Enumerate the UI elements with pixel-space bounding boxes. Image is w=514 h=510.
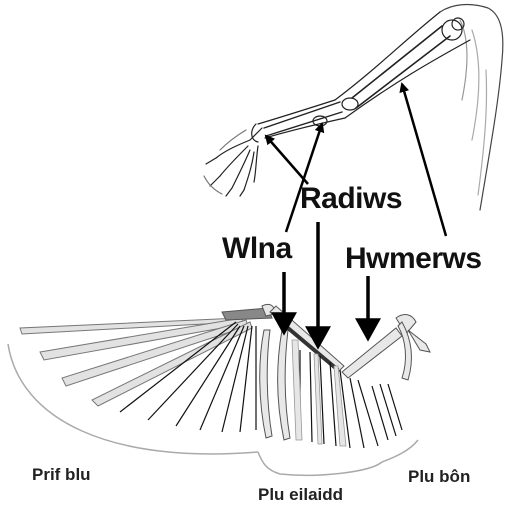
- label-ulna: Wlna: [222, 234, 292, 264]
- label-radius: Radiws: [300, 184, 402, 214]
- label-primary-feathers: Prif blu: [32, 466, 91, 483]
- human-arm-skeleton: [204, 5, 503, 210]
- label-humerus: Hwmerws: [345, 244, 482, 274]
- label-secondary-feathers: Plu eilaidd: [258, 486, 343, 503]
- tertiary-feathers: [372, 384, 402, 440]
- label-tertiary-feathers: Plu bôn: [408, 468, 470, 485]
